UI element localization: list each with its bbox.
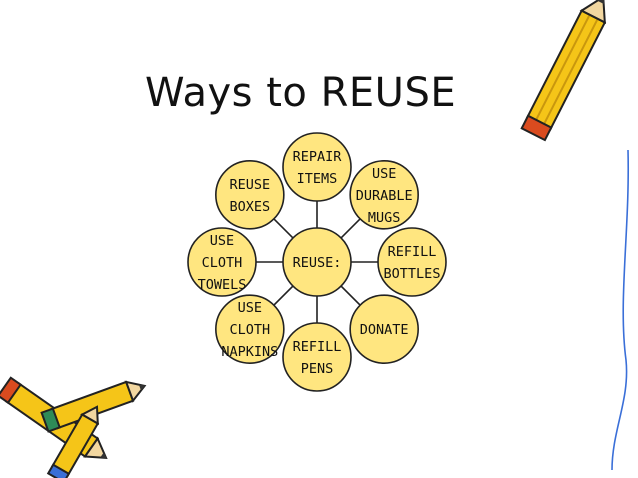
node-label: USE bbox=[372, 166, 396, 182]
node-label: USE bbox=[210, 233, 234, 249]
node-label: PENS bbox=[301, 361, 334, 377]
node-circle bbox=[215, 160, 285, 230]
node-use-cloth-napkins bbox=[215, 294, 285, 364]
node-donate bbox=[349, 294, 419, 364]
pencil-line-icon bbox=[611, 149, 630, 471]
node-circle bbox=[282, 132, 352, 202]
node-text-use-cloth-towels: USE CLOTH TOWELS bbox=[198, 233, 247, 293]
node-circle bbox=[282, 322, 352, 392]
node-text-donate: DONATE bbox=[360, 322, 409, 338]
slide-title: Ways to REUSE bbox=[145, 70, 457, 116]
node-center bbox=[282, 227, 352, 297]
node-label: DURABLE bbox=[356, 188, 413, 204]
node-text-reuse-boxes: REUSE BOXES bbox=[230, 177, 271, 215]
node-circle bbox=[187, 227, 257, 297]
node-reuse-boxes bbox=[215, 160, 285, 230]
node-label: REUSE: bbox=[293, 255, 342, 271]
center-circle bbox=[282, 227, 352, 297]
node-text-repair-items: REPAIR ITEMS bbox=[293, 149, 343, 187]
node-label: TOWELS bbox=[198, 277, 247, 293]
node-label: NAPKINS bbox=[221, 344, 278, 360]
node-label: CLOTH bbox=[230, 322, 271, 338]
node-label: DONATE bbox=[360, 322, 409, 338]
node-label: BOTTLES bbox=[384, 266, 441, 282]
pencil-icon bbox=[40, 380, 147, 433]
node-label: MUGS bbox=[368, 210, 401, 226]
node-label: REPAIR bbox=[293, 149, 343, 165]
center-text: REUSE: bbox=[293, 255, 342, 271]
node-label: BOXES bbox=[230, 199, 271, 215]
node-use-cloth-towels bbox=[187, 227, 257, 297]
node-text-use-cloth-napkins: USE CLOTH NAPKINS bbox=[221, 300, 278, 360]
node-circle bbox=[377, 227, 447, 297]
node-label: USE bbox=[238, 300, 262, 316]
node-refill-pens bbox=[282, 322, 352, 392]
node-label: REFILL bbox=[293, 339, 342, 355]
node-label: REFILL bbox=[388, 244, 437, 260]
node-circle bbox=[349, 160, 419, 230]
node-label: ITEMS bbox=[297, 171, 338, 187]
node-refill-bottles bbox=[377, 227, 447, 297]
node-text-refill-bottles: REFILL BOTTLES bbox=[384, 244, 441, 282]
node-text-refill-pens: REFILL PENS bbox=[293, 339, 342, 377]
node-label: CLOTH bbox=[202, 255, 243, 271]
node-label: REUSE bbox=[230, 177, 271, 193]
node-use-durable-mugs bbox=[349, 160, 419, 230]
node-circle bbox=[215, 294, 285, 364]
node-text-use-durable-mugs: USE DURABLE MUGS bbox=[356, 166, 413, 226]
pencil-icon bbox=[520, 0, 607, 142]
node-repair-items bbox=[282, 132, 352, 202]
node-circle bbox=[349, 294, 419, 364]
